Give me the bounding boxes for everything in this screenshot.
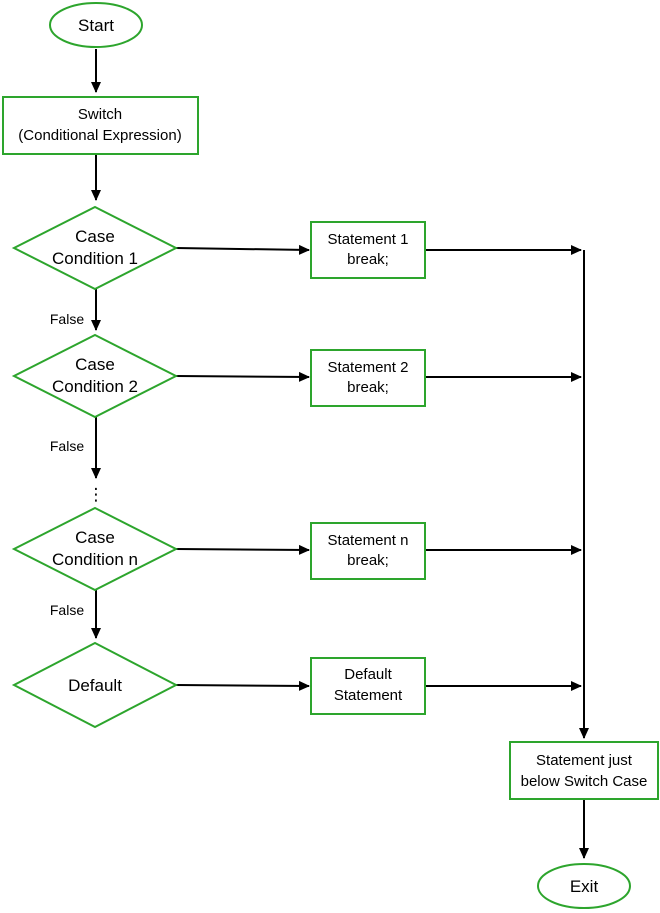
case-condition-1-false-label: False: [50, 311, 84, 327]
exit-label: Exit: [570, 877, 599, 896]
after-switch-statement: Statement just below Switch Case: [509, 741, 659, 800]
default-statement-box: [310, 657, 426, 715]
statement-1: Statement 1 break;: [310, 221, 426, 279]
case-condition-1: Case Condition 1: [11, 205, 179, 291]
statement-2-box: [310, 349, 426, 407]
case-condition-n: Case Condition n: [11, 506, 179, 592]
default-diamond: [11, 641, 179, 729]
connectors: [91, 49, 589, 859]
connector-casen-to-stmtn: [175, 544, 310, 555]
statement-n-line1: Statement n: [328, 532, 409, 549]
after-switch-line1: Statement just: [536, 752, 633, 769]
start-label: Start: [78, 16, 114, 35]
switch-label-line2: (Conditional Expression): [18, 127, 181, 144]
default-label: Default: [68, 676, 122, 695]
case-condition-2: Case Condition 2: [11, 333, 179, 419]
statement-n-box: [310, 522, 426, 580]
switch-label-line1: Switch: [78, 106, 122, 123]
switch-node: Switch (Conditional Expression): [2, 96, 199, 155]
case-condition-n-diamond: [11, 506, 179, 592]
case-condition-n-false-label: False: [50, 602, 84, 618]
statement-1-box: [310, 221, 426, 279]
start-node: Start: [49, 2, 143, 48]
start-ellipse: [49, 2, 143, 48]
connector-case2-to-stmt2: [175, 371, 310, 382]
after-switch-line2: below Switch Case: [521, 773, 648, 790]
statement-n: Statement n break;: [310, 522, 426, 580]
connector-default-to-default-stmt: [175, 680, 310, 691]
statement-n-line2: break;: [347, 552, 389, 569]
statement-2-line1: Statement 2: [328, 359, 409, 376]
after-switch-box: [509, 741, 659, 800]
case-condition-2-line1: Case: [75, 355, 115, 374]
case-condition-1-diamond: [11, 205, 179, 291]
default-statement: Default Statement: [310, 657, 426, 715]
statement-2: Statement 2 break;: [310, 349, 426, 407]
statement-1-line2: break;: [347, 251, 389, 268]
default-case: Default: [11, 641, 179, 729]
statement-1-line1: Statement 1: [328, 231, 409, 248]
exit-node: Exit: [537, 863, 631, 909]
connector-case1-to-stmt1: [175, 244, 310, 255]
case-condition-n-line2: Condition n: [52, 550, 138, 569]
continuation-dots: ⋮: [88, 485, 105, 504]
default-statement-line2: Statement: [334, 687, 403, 704]
statement-2-line2: break;: [347, 379, 389, 396]
case-condition-2-false-label: False: [50, 438, 84, 454]
case-condition-2-diamond: [11, 333, 179, 419]
exit-ellipse: [537, 863, 631, 909]
case-condition-n-line1: Case: [75, 528, 115, 547]
case-condition-1-line1: Case: [75, 227, 115, 246]
default-statement-line1: Default: [344, 666, 392, 683]
case-condition-2-line2: Condition 2: [52, 377, 138, 396]
case-condition-1-line2: Condition 1: [52, 249, 138, 268]
switch-box: [2, 96, 199, 155]
